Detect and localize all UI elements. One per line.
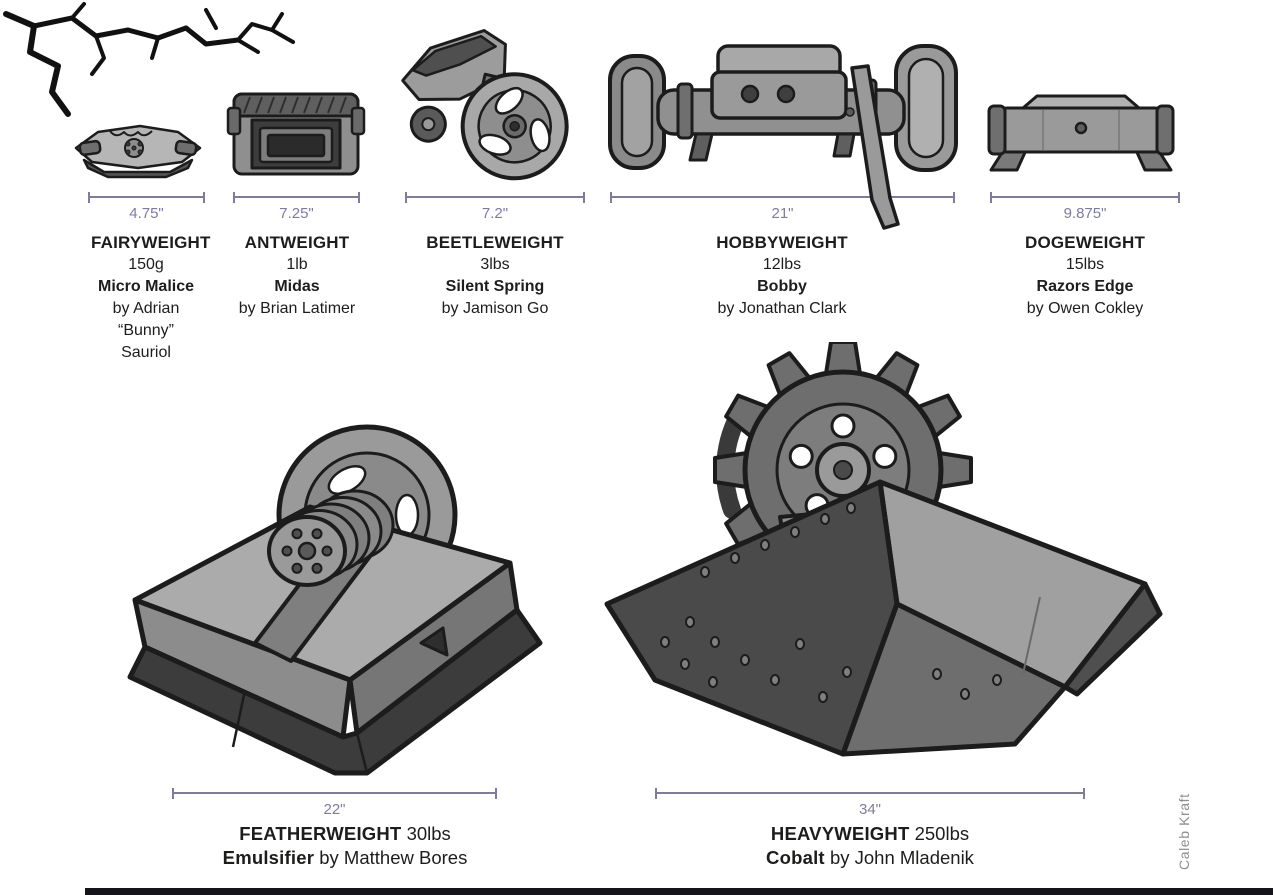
crack-texture-illustration	[3, 2, 295, 117]
dimension-label: 34"	[858, 801, 881, 818]
drum-hub	[267, 489, 395, 587]
caption-featherweight: FEATHERWEIGHT 30lbs Emulsifier by Matthe…	[155, 822, 535, 870]
featherweight-robot-illustration	[127, 424, 543, 776]
bot-name: Cobalt	[766, 847, 825, 868]
dimension-line-beetleweight	[405, 192, 585, 203]
heavyweight-robot-illustration	[604, 342, 1163, 757]
bot-name: Razors Edge	[1036, 278, 1134, 295]
class-weight: 12lbs	[762, 256, 802, 273]
bot-name: Silent Spring	[445, 278, 545, 295]
caption-hobbyweight: HOBBYWEIGHT 12lbs Bobby by Jonathan Clar…	[687, 232, 877, 320]
class-weight: 30lbs	[406, 823, 451, 844]
name-line: Emulsifier by Matthew Bores	[155, 846, 535, 870]
builder-name: by Owen Cokley	[1026, 300, 1144, 317]
beetleweight-robot-illustration	[401, 29, 569, 181]
hammer-arm	[850, 64, 900, 230]
class-name: HEAVYWEIGHT	[770, 823, 910, 844]
builder-name: by Adrian “Bunny” Sauriol	[112, 300, 180, 361]
builder-name: by Jamison Go	[441, 300, 549, 317]
name-line: Cobalt by John Mladenik	[660, 846, 1080, 870]
bot-name: Micro Malice	[97, 278, 195, 295]
builder-name: by Brian Latimer	[238, 300, 356, 317]
hobbyweight-robot-illustration	[608, 44, 958, 230]
dimension-label: 9.875"	[1063, 205, 1107, 222]
dimension-line-featherweight	[172, 788, 497, 799]
class-weight: 15lbs	[1065, 256, 1105, 273]
dimension-line-antweight	[233, 192, 360, 203]
caption-heavyweight: HEAVYWEIGHT 250lbs Cobalt by John Mladen…	[660, 822, 1080, 870]
ring-spinner-weapon	[460, 72, 569, 181]
class-weight: 250lbs	[914, 823, 970, 844]
class-name: FEATHERWEIGHT	[239, 823, 402, 844]
class-line: FEATHERWEIGHT 30lbs	[155, 822, 535, 846]
bot-name: Midas	[274, 278, 320, 295]
class-weight: 150g	[128, 256, 164, 273]
dimension-line-heavyweight	[655, 788, 1085, 799]
dimension-label: 7.2"	[481, 205, 509, 222]
dimension-line-fairyweight	[88, 192, 205, 203]
dimension-label: 22"	[323, 801, 346, 818]
builder-name: by Matthew Bores	[319, 847, 468, 868]
builder-name: by Jonathan Clark	[717, 300, 847, 317]
bot-name: Bobby	[757, 278, 807, 295]
dimension-label: 7.25"	[279, 205, 314, 222]
caption-antweight: ANTWEIGHT 1lb Midas by Brian Latimer	[217, 232, 377, 320]
class-line: HEAVYWEIGHT 250lbs	[660, 822, 1080, 846]
class-name: ANTWEIGHT	[244, 233, 350, 252]
bot-name: Emulsifier	[222, 847, 315, 868]
class-name: FAIRYWEIGHT	[91, 233, 211, 252]
class-weight: 1lb	[286, 256, 308, 273]
antweight-robot-illustration	[226, 92, 366, 176]
dimension-line-hobbyweight	[610, 192, 955, 203]
caption-beetleweight: BEETLEWEIGHT 3lbs Silent Spring by Jamis…	[405, 232, 585, 320]
class-name: DOGEWEIGHT	[1024, 233, 1146, 252]
dimension-line-dogeweight	[990, 192, 1180, 203]
artist-credit: Caleb Kraft	[1176, 793, 1192, 870]
rivets	[660, 502, 1002, 703]
dogeweight-robot-illustration	[987, 94, 1175, 172]
dimension-label: 4.75"	[129, 205, 164, 222]
caption-dogeweight: DOGEWEIGHT 15lbs Razors Edge by Owen Cok…	[995, 232, 1175, 320]
bottom-edge-bar	[85, 888, 1273, 895]
builder-name: by John Mladenik	[829, 847, 974, 868]
class-name: HOBBYWEIGHT	[716, 233, 848, 252]
class-name: BEETLEWEIGHT	[426, 233, 564, 252]
caption-fairyweight: FAIRYWEIGHT 150g Micro Malice by Adrian …	[91, 232, 211, 364]
class-weight: 3lbs	[480, 256, 510, 273]
fairyweight-robot-illustration	[74, 124, 202, 179]
dimension-label: 21"	[771, 205, 794, 222]
